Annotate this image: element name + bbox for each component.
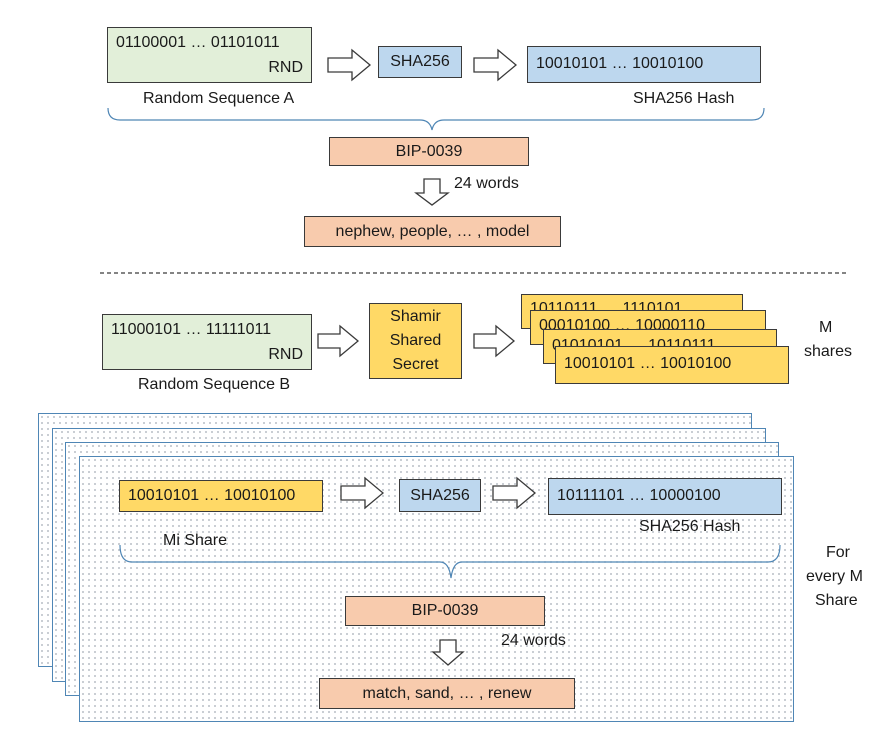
bip0039-box-a: BIP-0039 [329, 137, 529, 166]
brace-c [119, 544, 781, 579]
arrow-right-icon [473, 324, 516, 358]
bip0039-label-a: BIP-0039 [395, 142, 463, 160]
mnemonic-box-c: match, sand, … , renew [319, 678, 575, 709]
brace-a [107, 107, 765, 131]
shares-caption-line-2: shares [804, 343, 853, 360]
random-sequence-b-bits: 11000101 … 11111011 [111, 321, 272, 338]
mnemonic-a: nephew, people, … , model [335, 222, 530, 240]
side-note-line-2: every M [806, 568, 863, 585]
share-card-4: 10010101 … 10010100 [555, 346, 789, 384]
mi-share-box: 10010101 … 10010100 [119, 480, 323, 512]
arrow-right-icon [327, 48, 372, 82]
sha256-box-c: SHA256 [399, 479, 481, 512]
arrow-down-icon [414, 178, 450, 206]
shares-caption-line-1: M [819, 319, 833, 336]
arrow-down-icon [431, 639, 465, 666]
shamir-box: Shamir Shared Secret [369, 303, 462, 379]
mnemonic-box-a: nephew, people, … , model [304, 216, 561, 247]
sha256-label-a: SHA256 [390, 53, 450, 70]
sha256-hash-c-box: 10111101 … 10000100 [548, 478, 782, 515]
shamir-line-3: Secret [392, 356, 439, 373]
bip0039-label-c: BIP-0039 [411, 602, 479, 619]
random-sequence-a-bits: 01100001 … 01101011 [116, 34, 280, 51]
arrow-right-icon [492, 476, 537, 510]
mnemonic-c: match, sand, … , renew [362, 684, 532, 702]
random-sequence-b-caption: Random Sequence B [138, 376, 291, 393]
random-sequence-b-box: 11000101 … 11111011 RND [102, 314, 312, 370]
random-sequence-b-rnd-tag: RND [268, 346, 303, 363]
arrow-right-icon [340, 476, 385, 510]
sha256-hash-a-caption: SHA256 Hash [633, 90, 735, 107]
random-sequence-a-box: 01100001 … 01101011 RND [107, 27, 312, 83]
sha256-label-c: SHA256 [410, 486, 470, 504]
mi-share-caption: Mi Share [163, 532, 228, 549]
side-note-line-1: For [826, 544, 850, 561]
bip0039-box-c: BIP-0039 [345, 596, 545, 626]
side-note-line-3: Share [815, 592, 858, 609]
random-sequence-a-caption: Random Sequence A [143, 90, 295, 107]
arrow-right-icon [317, 324, 360, 358]
sha256-hash-c-bits: 10111101 … 10000100 [557, 487, 721, 504]
words-note-c: 24 words [501, 632, 566, 649]
mi-share-bits: 10010101 … 10010100 [128, 487, 296, 504]
random-sequence-a-rnd-tag: RND [268, 59, 303, 76]
shamir-line-1: Shamir [390, 308, 441, 325]
sha256-hash-a-bits: 10010101 … 10010100 [536, 55, 704, 72]
sha256-hash-a-box: 10010101 … 10010100 [527, 46, 761, 83]
share-bits-4: 10010101 … 10010100 [564, 355, 732, 372]
words-note-a: 24 words [454, 175, 519, 192]
arrow-right-icon [473, 48, 518, 82]
sha256-box-a: SHA256 [378, 46, 462, 78]
sha256-hash-c-caption: SHA256 Hash [639, 518, 741, 535]
shamir-line-2: Shared [389, 332, 442, 349]
